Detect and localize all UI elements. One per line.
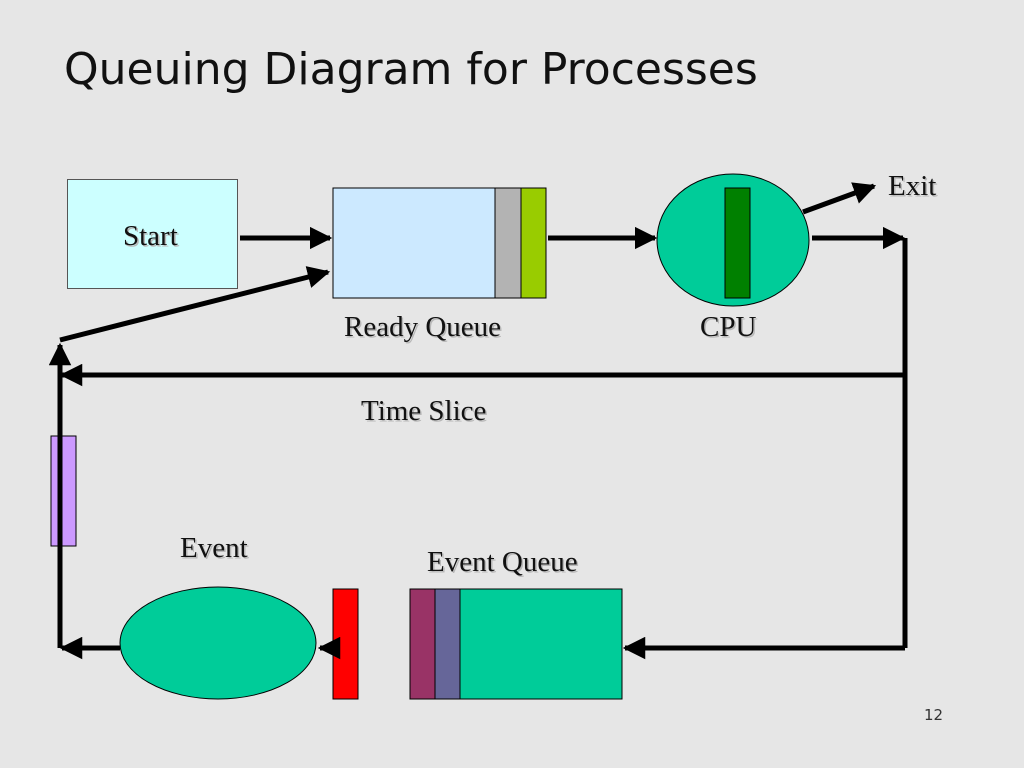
ready-queue-slot-1 [494, 187, 522, 299]
start-label: Start [123, 220, 178, 252]
cpu-label: CPU [700, 311, 757, 343]
page-number: 12 [924, 706, 944, 724]
slide-title: Queuing Diagram for Processes [64, 44, 758, 95]
cpu-bar [724, 187, 751, 299]
time-slice-label: Time Slice [361, 395, 487, 427]
event-queue-slot-1 [409, 588, 436, 700]
ready-queue-label: Ready Queue [344, 311, 502, 343]
event-queue-slot-2 [434, 588, 461, 700]
start-box [67, 179, 238, 289]
event-ellipse [119, 586, 317, 700]
arrow-return-to-ready-queue [59, 266, 331, 343]
side-marker [50, 435, 77, 547]
ready-queue-slot-2 [520, 187, 547, 299]
event-gate [332, 588, 359, 700]
event-queue-box [459, 588, 623, 700]
arrow-cpu-to-exit [802, 182, 877, 215]
event-queue-label: Event Queue [427, 546, 578, 578]
exit-label: Exit [888, 170, 937, 202]
ready-queue-box [332, 187, 496, 299]
event-label: Event [180, 532, 248, 564]
